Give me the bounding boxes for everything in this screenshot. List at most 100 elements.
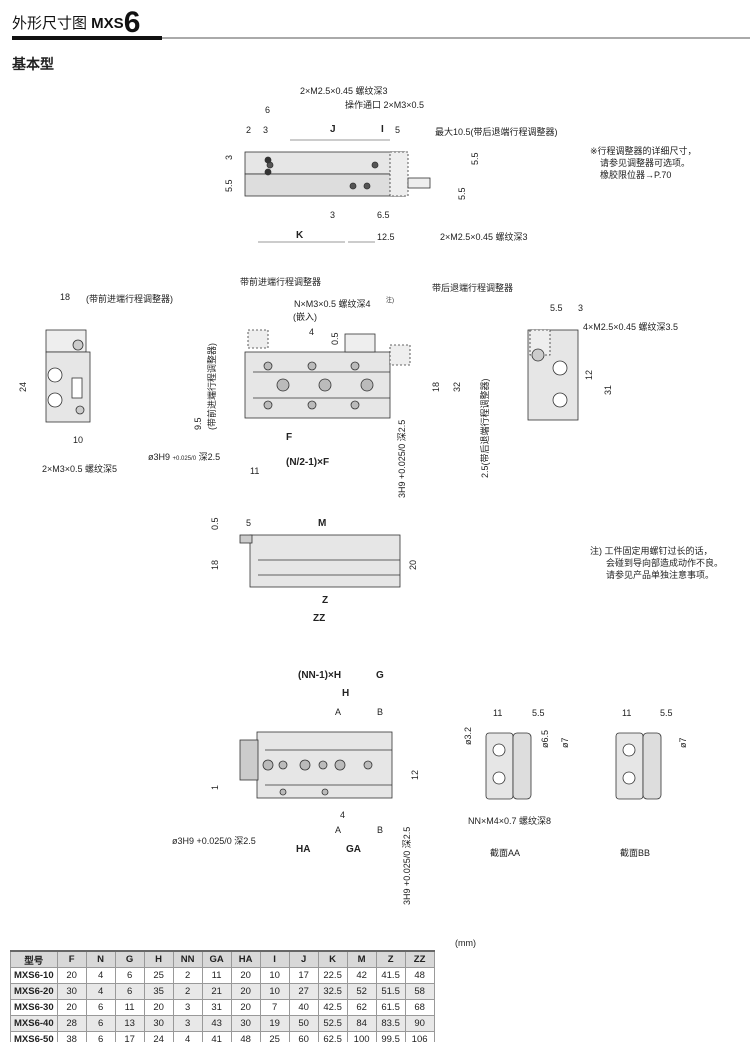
dim-b125: 12.5: [377, 232, 395, 242]
value-cell: 20: [143, 999, 174, 1016]
note-line: 注) 工件固定用螺钉过长的话，: [590, 546, 713, 556]
value-cell: 38: [56, 1031, 87, 1042]
label-adj: (带前进端行程调整器): [86, 294, 173, 304]
value-cell: 4: [85, 967, 116, 984]
value-cell: 68: [404, 999, 435, 1016]
dim-31: 31: [603, 384, 613, 395]
dim-I: I: [381, 124, 384, 135]
value-cell: 42.5: [317, 999, 348, 1016]
label-thread-top: 2×M2.5×0.45 螺纹深3: [300, 86, 388, 96]
column-header: 型号: [10, 950, 58, 968]
dim-32: 32: [452, 381, 462, 392]
label-nn-thread: NN×M4×0.7 螺纹深8: [468, 816, 552, 826]
section-mark-b-top: B: [377, 707, 384, 717]
value-cell: 40: [288, 999, 319, 1016]
dim-4: 4: [340, 810, 346, 820]
value-cell: 10: [259, 983, 290, 1000]
value-cell: 30: [56, 983, 87, 1000]
value-cell: 11: [201, 967, 232, 984]
value-cell: 52.5: [317, 1015, 348, 1032]
value-cell: 6: [85, 1031, 116, 1042]
dim-F: F: [286, 432, 293, 443]
dim-11: 11: [250, 466, 260, 476]
dim-11-bb: 11: [622, 708, 632, 718]
title-rule-dark: [12, 36, 162, 40]
value-cell: 17: [114, 1031, 145, 1042]
value-cell: 20: [230, 999, 261, 1016]
dim-v55b: 5.5: [470, 152, 480, 165]
label-pin: ø3H9 +0.025/0 深2.5: [172, 836, 256, 846]
value-cell: 106: [404, 1031, 435, 1042]
dim-7-aa: ø7: [560, 737, 570, 748]
dim-formula: (N/2-1)×F: [286, 457, 330, 468]
model-cell: MXS6-40: [10, 1015, 58, 1032]
note-line: 橡胶限位器→P.70: [600, 170, 672, 180]
value-cell: 61.5: [375, 999, 406, 1016]
dim-b65: 6.5: [377, 210, 390, 220]
note-line: 会碰到导向部造成动作不良。: [606, 558, 724, 568]
value-cell: 2: [172, 967, 203, 984]
value-cell: 21: [201, 983, 232, 1000]
title-text: 外形尺寸图: [12, 15, 92, 32]
value-cell: 25: [143, 967, 174, 984]
dim-G: G: [376, 670, 384, 681]
dim-20: 20: [408, 559, 418, 570]
dim-1: 1: [210, 784, 220, 790]
value-cell: 99.5: [375, 1031, 406, 1042]
label-thread: 4×M2.5×0.45 螺纹深3.5: [583, 322, 679, 332]
dim-v55a: 5.5: [224, 179, 234, 192]
dim-4: 4: [309, 327, 315, 337]
dim-55-aa: 5.5: [532, 708, 545, 718]
section-bb: [615, 732, 662, 800]
model-cell: MXS6-50: [10, 1031, 58, 1042]
dim-18: 18: [431, 381, 441, 392]
value-cell: 42: [346, 967, 377, 984]
dim-65-aa: ø6.5: [540, 729, 550, 748]
label-thread: 2×M3×0.5 螺纹深5: [42, 464, 118, 474]
value-cell: 4: [85, 983, 116, 1000]
label-hole-v: 3H9 +0.025/0 深2.5: [402, 826, 412, 905]
value-cell: 20: [230, 967, 261, 984]
dim-55: 5.5: [550, 303, 563, 313]
dim-GA: GA: [346, 844, 361, 855]
value-cell: 100: [346, 1031, 377, 1042]
dim-v55c: 5.5: [457, 187, 467, 200]
value-cell: 60: [288, 1031, 319, 1042]
value-cell: 30: [143, 1015, 174, 1032]
top-view: [244, 139, 431, 243]
note-mark: 注): [386, 298, 394, 304]
dim-nnh: (NN-1)×H: [298, 670, 342, 681]
dim-6: 6: [265, 105, 271, 115]
dim-M: M: [318, 518, 327, 529]
dim-12: 12: [410, 769, 420, 780]
column-header: J: [288, 950, 319, 968]
value-cell: 51.5: [375, 983, 406, 1000]
column-header: G: [114, 950, 145, 968]
value-cell: 4: [172, 1031, 203, 1042]
dim-3: 3: [263, 125, 269, 135]
dim-18: 18: [210, 559, 220, 570]
value-cell: 22.5: [317, 967, 348, 984]
value-cell: 6: [114, 983, 145, 1000]
value-cell: 58: [404, 983, 435, 1000]
bottom-view: [239, 731, 393, 799]
value-cell: 24: [143, 1031, 174, 1042]
note-line: 请参见调整器可选项。: [600, 158, 691, 168]
column-header: NN: [172, 950, 203, 968]
label-section-bb: 截面BB: [620, 848, 651, 858]
value-cell: 13: [114, 1015, 145, 1032]
dim-05: 0.5: [210, 517, 220, 530]
dim-18: 18: [60, 292, 71, 302]
label-max: 最大10.5(带后退端行程调整器): [435, 127, 558, 137]
value-cell: 43: [201, 1015, 232, 1032]
plan-view: [244, 329, 411, 419]
dim-Z: Z: [322, 595, 329, 606]
pin-size: ø3H9: [148, 452, 171, 462]
value-cell: 19: [259, 1015, 290, 1032]
dim-2: 2: [246, 125, 252, 135]
value-cell: 20: [56, 967, 87, 984]
label-nthread: N×M3×0.5 螺纹深4: [294, 299, 371, 309]
